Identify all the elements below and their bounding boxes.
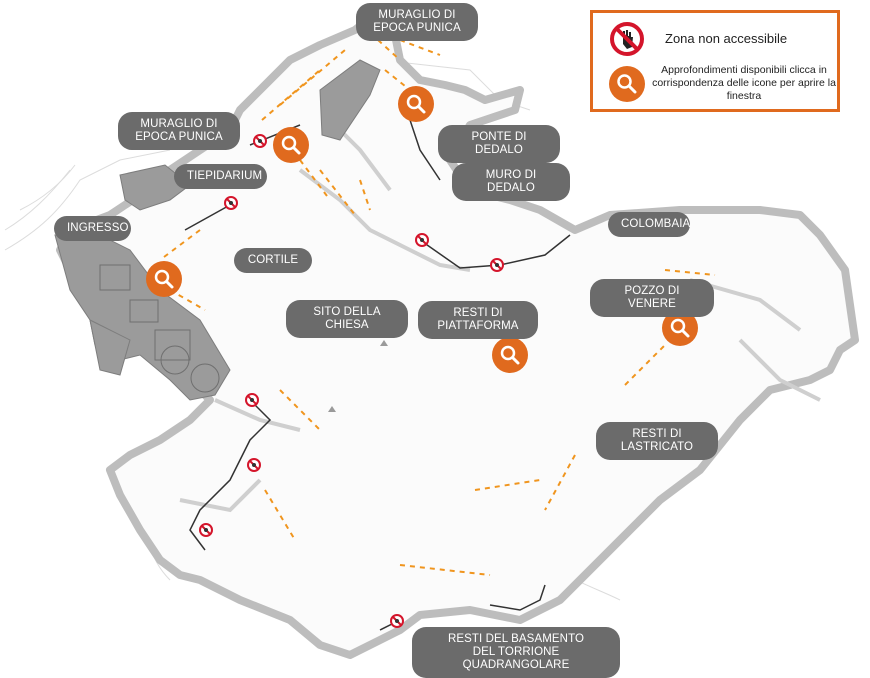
- label-sito-chiesa: SITO DELLA CHIESA: [286, 300, 408, 338]
- label-tiepidarium: TIEPIDARIUM: [174, 164, 267, 189]
- legend-info-label: Approfondimenti disponibili clicca in co…: [652, 64, 836, 102]
- magnifier-icon: [609, 66, 645, 102]
- legend-no-access: Zona non accessibile: [607, 21, 837, 57]
- legend-no-access-label: Zona non accessibile: [665, 31, 788, 46]
- label-ingresso: INGRESSO: [54, 216, 131, 241]
- inner-walls: [179, 118, 821, 513]
- magnifier-icon: [406, 94, 426, 114]
- no-entry-icon: [253, 134, 267, 148]
- info-pin-tiepidarium[interactable]: [273, 127, 309, 163]
- label-resti-piattaforma: RESTI DI PIATTAFORMA: [418, 301, 538, 339]
- label-cortile: CORTILE: [234, 248, 312, 273]
- magnifier-icon: [500, 345, 520, 365]
- no-entry-icon: [390, 614, 404, 628]
- building-details: [99, 264, 220, 393]
- legend-info: Approfondimenti disponibili clicca in co…: [607, 63, 837, 109]
- entrance-buildings: [54, 59, 381, 401]
- no-entry-icon: [415, 233, 429, 247]
- no-entry-icon: [490, 258, 504, 272]
- magnifier-icon: [670, 318, 690, 338]
- no-entry-icon: [224, 196, 238, 210]
- label-colombaia: COLOMBAIA: [608, 212, 690, 237]
- map-legend: Zona non accessibile Approfondimenti dis…: [590, 10, 840, 112]
- view-directions: [159, 39, 716, 576]
- label-resti-lastricato: RESTI DI LASTRICATO: [596, 422, 718, 460]
- label-muraglio-top: MURAGLIO DI EPOCA PUNICA: [356, 3, 478, 41]
- no-entry-icon: [245, 393, 259, 407]
- label-muro-dedalo: MURO DI DEDALO: [452, 163, 570, 201]
- no-entry-icon: [247, 458, 261, 472]
- label-resti-basamento: RESTI DEL BASAMENTO DEL TORRIONE QUADRAN…: [412, 627, 620, 678]
- info-pin-piattaforma[interactable]: [492, 337, 528, 373]
- info-pin-muraglio[interactable]: [398, 86, 434, 122]
- magnifier-icon: [154, 269, 174, 289]
- point-markers: [328, 340, 388, 412]
- magnifier-icon: [281, 135, 301, 155]
- no-entry-icon: [610, 22, 644, 56]
- label-ponte-dedalo: PONTE DI DEDALO: [438, 125, 560, 163]
- label-pozzo-venere: POZZO DI VENERE: [590, 279, 714, 317]
- label-muraglio-left: MURAGLIO DI EPOCA PUNICA: [118, 112, 240, 150]
- info-pin-ingresso[interactable]: [146, 261, 182, 297]
- no-entry-icon: [199, 523, 213, 537]
